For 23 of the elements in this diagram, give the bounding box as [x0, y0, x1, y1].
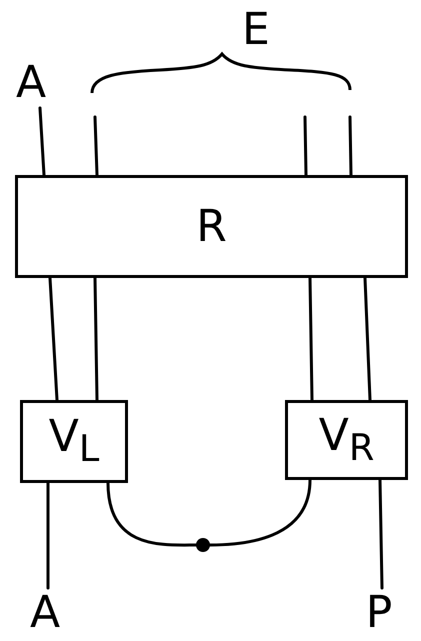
wire: [208, 478, 312, 546]
wire: [348, 116, 352, 176]
wire-label: A: [28, 590, 62, 636]
wire: [48, 276, 58, 402]
wire: [106, 482, 198, 547]
wire: [364, 276, 372, 402]
process-box: [20, 400, 128, 483]
wire: [38, 106, 46, 176]
box-label: V$_{R}$: [318, 414, 374, 466]
wire: [378, 478, 384, 590]
process-box: [15, 175, 408, 278]
wire-label: P: [362, 590, 396, 636]
wire: [308, 276, 314, 402]
wire: [94, 116, 98, 176]
junction-dot: [196, 538, 210, 552]
wire-label: A: [14, 60, 48, 106]
wire-label: E: [242, 8, 270, 52]
wire: [46, 482, 50, 590]
process-box: [285, 400, 408, 480]
box-label: R: [196, 204, 227, 248]
wire: [304, 116, 308, 176]
wire: [94, 276, 98, 402]
box-label: V$_{L}$: [48, 415, 100, 468]
